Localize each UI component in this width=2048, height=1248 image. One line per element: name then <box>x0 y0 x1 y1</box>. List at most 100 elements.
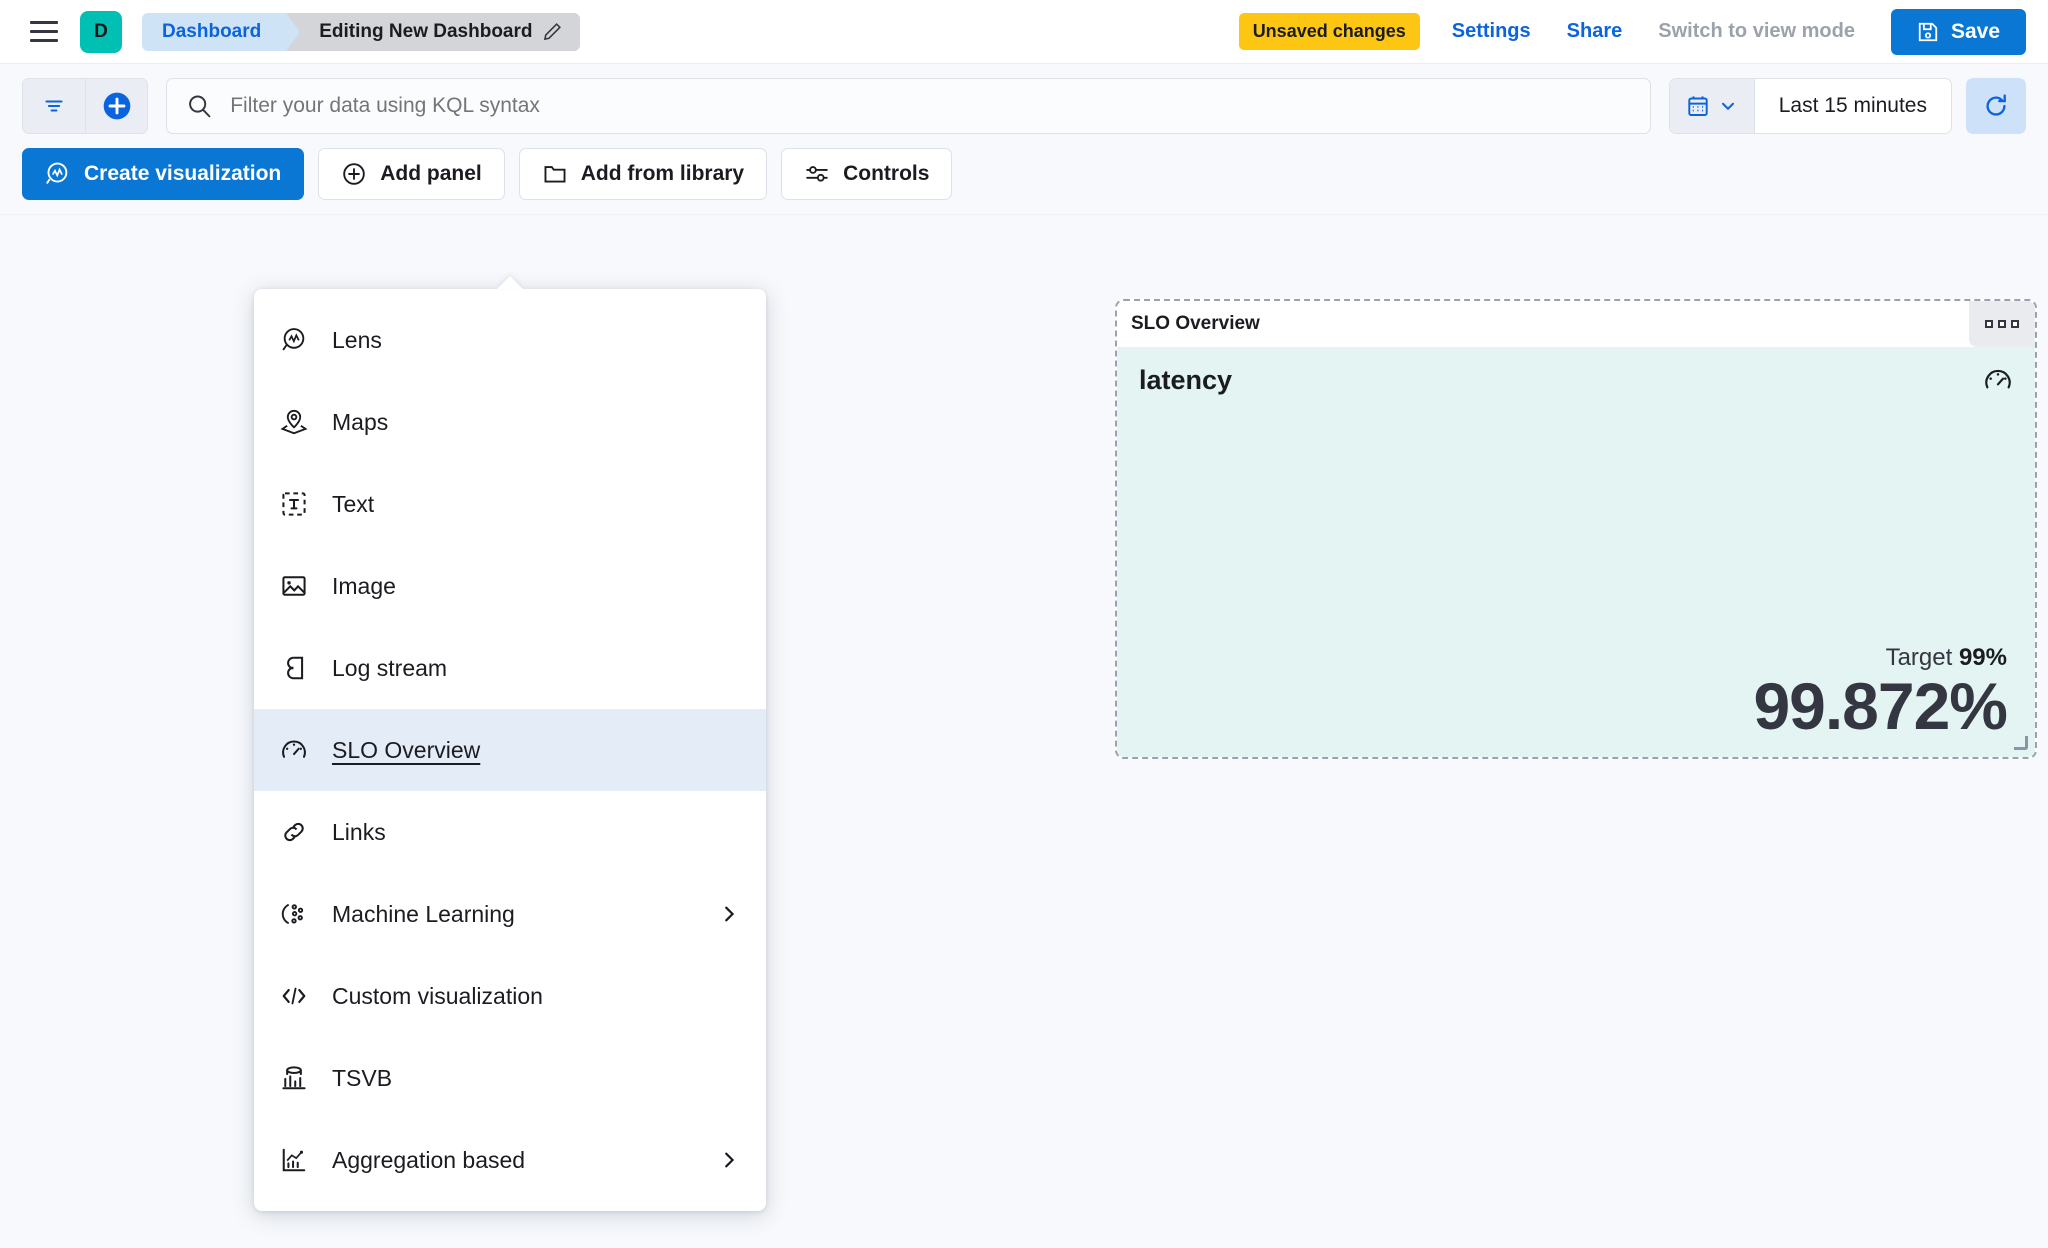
add-panel-label: Add panel <box>380 162 482 185</box>
menu-item-label: Image <box>332 572 396 599</box>
menu-item-label: Lens <box>332 326 382 353</box>
resize-handle-icon[interactable] <box>2014 736 2028 750</box>
code-icon <box>282 987 306 1005</box>
header-actions: Unsaved changes Settings Share Switch to… <box>1238 8 2026 55</box>
chevron-right-icon <box>725 906 735 922</box>
menu-item-slo-overview[interactable]: SLO Overview <box>254 709 766 791</box>
share-link[interactable]: Share <box>1566 20 1623 42</box>
image-icon <box>282 576 306 596</box>
dashboard-edit-toolbar: Create visualization Add panel Add from … <box>0 134 2048 200</box>
hamburger-icon[interactable] <box>22 10 66 54</box>
add-filter-button[interactable] <box>85 79 147 133</box>
slo-target-value: 99% <box>1958 643 2007 671</box>
chevron-right-icon <box>725 1152 735 1168</box>
text-box-icon <box>282 492 306 516</box>
slo-target: Target 99% <box>1139 644 2007 672</box>
sliders-icon <box>806 166 828 182</box>
breadcrumb: Dashboard Editing New Dashboard <box>142 12 580 51</box>
unsaved-changes-badge[interactable]: Unsaved changes <box>1238 13 1420 50</box>
link-icon <box>284 822 304 842</box>
panel-body: latency Target 99% 99.872% <box>1117 347 2035 757</box>
search-input[interactable] <box>230 94 1630 118</box>
search-input-wrapper[interactable] <box>166 78 1651 134</box>
pencil-icon[interactable] <box>543 22 562 41</box>
menu-item-label: Aggregation based <box>332 1146 526 1173</box>
search-icon <box>189 95 211 118</box>
context-dot <box>1998 320 2006 328</box>
breadcrumb-current-label: Editing New Dashboard <box>319 20 533 42</box>
context-dot <box>1985 320 1993 328</box>
date-picker: Last 15 minutes <box>1668 78 1952 134</box>
menu-item-label: Custom visualization <box>332 982 543 1009</box>
menu-item-machine-learning[interactable]: Machine Learning <box>254 873 766 955</box>
menu-item-log-stream[interactable]: Log stream <box>254 627 766 709</box>
add-from-library-label: Add from library <box>580 162 745 185</box>
refresh-button[interactable] <box>1966 78 2026 134</box>
log-stream-icon <box>287 656 304 680</box>
menu-item-lens[interactable]: Lens <box>254 299 766 381</box>
tsvb-icon <box>282 1066 306 1090</box>
app-header: D Dashboard Editing New Dashboard Unsave… <box>0 0 2048 64</box>
panel-context-menu-icon[interactable] <box>1969 301 2035 347</box>
slo-summary: Target 99% 99.872% <box>1139 644 2013 741</box>
calendar-icon <box>1688 96 1708 116</box>
chevron-down-icon <box>1721 102 1734 111</box>
breadcrumb-current[interactable]: Editing New Dashboard <box>287 12 580 51</box>
menu-item-maps[interactable]: Maps <box>254 381 766 463</box>
menu-item-tsvb[interactable]: TSVB <box>254 1037 766 1119</box>
menu-item-aggregation-based[interactable]: Aggregation based <box>254 1119 766 1201</box>
controls-label: Controls <box>843 162 930 185</box>
lens-icon <box>46 162 68 185</box>
time-range-display[interactable]: Last 15 minutes <box>1778 94 1927 117</box>
date-quick-select-button[interactable] <box>1669 79 1755 133</box>
filter-icon <box>45 100 63 112</box>
slo-sli-value: 99.872% <box>1753 668 2008 743</box>
slo-metric-name: latency <box>1139 365 1233 395</box>
space-avatar[interactable]: D <box>80 10 122 53</box>
menu-item-label: Maps <box>332 408 389 435</box>
refresh-icon <box>1986 94 2006 116</box>
menu-item-label: Links <box>332 818 386 845</box>
add-panel-menu: Lens Maps Text Image <box>254 289 766 1211</box>
add-circle-icon <box>103 92 130 120</box>
panel-title: SLO Overview <box>1131 313 1260 334</box>
dashboard-canvas: Lens Maps Text Image <box>0 214 2048 1248</box>
settings-link[interactable]: Settings <box>1451 20 1531 42</box>
hamburger-bar <box>30 30 58 33</box>
menu-item-image[interactable]: Image <box>254 545 766 627</box>
menu-item-custom-visualization[interactable]: Custom visualization <box>254 955 766 1037</box>
plus-circle-icon <box>343 163 365 185</box>
controls-button[interactable]: Controls <box>781 148 953 200</box>
save-button[interactable]: Save <box>1890 8 2026 55</box>
create-visualization-button[interactable]: Create visualization <box>22 148 305 200</box>
save-disk-icon <box>1918 22 1938 41</box>
query-bar: Last 15 minutes <box>0 64 2048 134</box>
slo-overview-panel[interactable]: SLO Overview latency Target 99% <box>1115 299 2037 759</box>
folder-icon <box>544 166 566 183</box>
create-visualization-label: Create visualization <box>84 162 282 185</box>
lens-icon <box>282 328 305 351</box>
panel-header: SLO Overview <box>1117 301 2035 347</box>
menu-item-label: Machine Learning <box>332 900 515 927</box>
menu-item-label: Log stream <box>332 654 448 681</box>
ml-nodes-icon <box>281 903 304 925</box>
filter-button-group <box>22 78 148 134</box>
gauge-icon <box>282 740 306 758</box>
menu-item-text[interactable]: Text <box>254 463 766 545</box>
menu-item-label: Text <box>332 490 375 517</box>
switch-to-view-mode-link[interactable]: Switch to view mode <box>1658 20 1855 42</box>
slo-target-label: Target <box>1885 643 1953 671</box>
menu-item-links[interactable]: Links <box>254 791 766 873</box>
agg-chart-icon <box>282 1148 306 1172</box>
filter-options-button[interactable] <box>23 79 85 133</box>
add-panel-button[interactable]: Add panel <box>318 148 505 200</box>
menu-item-label: SLO Overview <box>332 736 481 763</box>
slo-body-top: latency <box>1139 365 2013 396</box>
save-button-label: Save <box>1950 19 2000 43</box>
breadcrumb-dashboard[interactable]: Dashboard <box>142 12 301 51</box>
menu-item-label: TSVB <box>332 1064 393 1091</box>
add-from-library-button[interactable]: Add from library <box>518 148 768 200</box>
hamburger-bar <box>30 21 58 24</box>
hamburger-bar <box>30 39 58 42</box>
map-marker-icon <box>280 409 308 435</box>
